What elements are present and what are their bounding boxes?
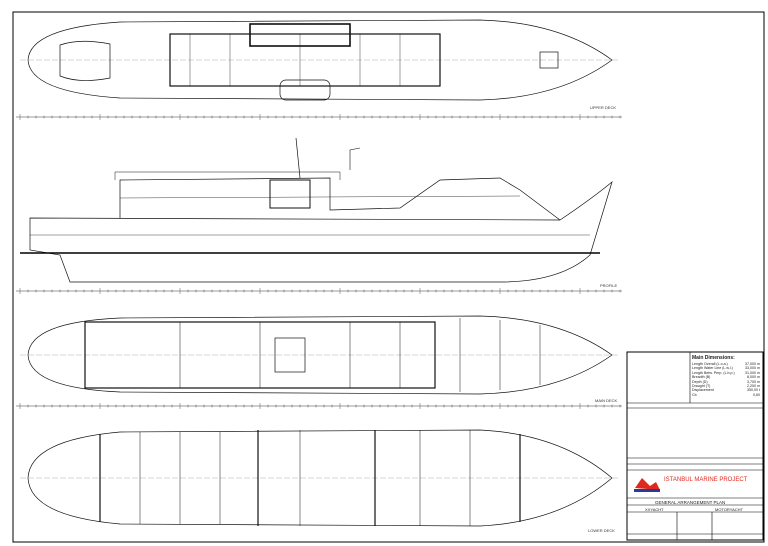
company-logo [635,478,660,490]
vessel-type: MOTORYACHT [715,507,744,512]
sheet-border [12,11,765,543]
project-name: XXYACHT [645,507,664,512]
dimension-row: Length Betw. Perp. (L.b.p.) 31,000 m [692,371,760,375]
upper-deck-plan [20,19,618,101]
dimension-label: Depth (D) [692,379,708,384]
dimension-label: Breadth (B) [692,375,711,380]
dimension-label: Length Water Line (L.w.l.) [692,366,733,371]
lower-deck-label: LOWER DECK [588,528,615,533]
main-deck-label: MAIN DECK [595,398,618,403]
dimension-row: Breadth (B) 8,000 m [692,375,760,379]
dimension-value: 37,000 m [745,362,760,366]
dimension-label: Length Overall (L.o.a.) [692,362,728,366]
drawing-title: GENERAL ARRANGEMENT PLAN [655,500,726,505]
main-deck-plan [20,315,618,395]
main-dimensions-title: Main Dimensions: [692,355,735,361]
dimension-value: 2,200 m [747,384,760,389]
dimension-row: Length Overall (L.o.a.) 37,000 m [692,362,760,366]
dimension-label: Displacement [692,388,714,393]
dimension-value: 3,700 m [747,379,760,384]
dimension-row: Length Water Line (L.w.l.) 33,000 m [692,366,760,370]
dimension-label: Cb [692,392,697,397]
profile-label: PROFILE [600,283,618,288]
profile-view [20,137,613,283]
lower-deck-plan [20,429,618,527]
upper-deck-label: UPPER DECK [590,105,617,110]
dimension-label: Length Betw. Perp. (L.b.p.) [692,370,735,375]
dimension-value: 350,00 t [747,388,760,393]
dimension-value: 31,000 m [745,370,760,375]
dimension-row: Cb 0,60 [692,393,760,397]
dimension-row: Displacement 350,00 t [692,388,760,392]
dimension-row: Draught (T) 2,200 m [692,384,760,388]
dimension-value: 0,60 [753,392,760,397]
dimension-value: 33,000 m [745,366,760,371]
company-name: ISTANBUL MARINE PROJECT [664,477,748,483]
title-block [626,351,764,541]
dimension-row: Depth (D) 3,700 m [692,380,760,384]
dimension-label: Draught (T) [692,384,711,389]
dimension-value: 8,000 m [747,375,760,380]
